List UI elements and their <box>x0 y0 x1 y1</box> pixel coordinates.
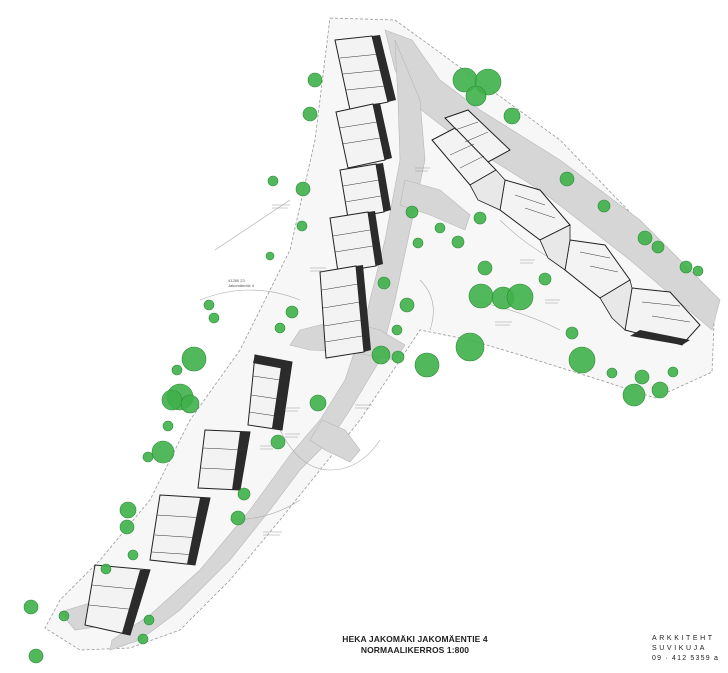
building-c <box>84 354 293 636</box>
architect-office-block: ARKKITEHT SUVIKUJA 09 · 412 5359 a <box>652 634 728 664</box>
plot-label: 41280 23 Jakomäentie 4 <box>228 278 254 288</box>
plot-label-address: Jakomäentie 4 <box>228 283 255 288</box>
building-a <box>319 35 396 359</box>
drawing-title-block: HEKA JAKOMÄKI JAKOMÄENTIE 4 NORMAALIKERR… <box>300 634 530 656</box>
drawing-title: HEKA JAKOMÄKI JAKOMÄENTIE 4 <box>342 634 488 644</box>
building-b <box>431 109 701 346</box>
office-name: ARKKITEHT <box>652 635 715 642</box>
office-street: SUVIKUJA <box>652 645 708 652</box>
office-phone: 09 · 412 5359 a <box>652 655 720 662</box>
drawing-subtitle: NORMAALIKERROS 1:800 <box>360 645 470 655</box>
plot-label-number: 41280 23 <box>228 278 245 283</box>
annotation-marks <box>260 167 560 536</box>
trees <box>23 67 704 664</box>
